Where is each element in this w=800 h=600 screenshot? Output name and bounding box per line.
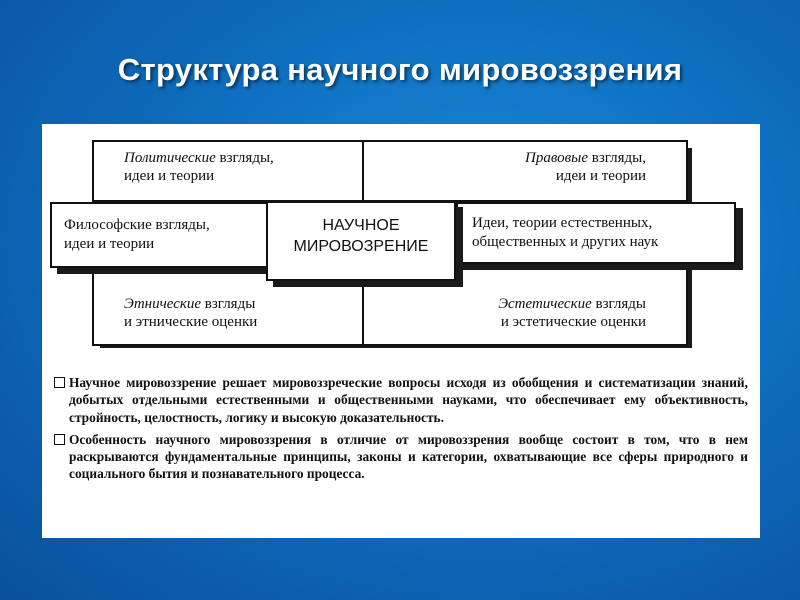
box-science-theories: Идеи, теории естественных, общественных … [456,202,736,264]
legal-line2: идеи и теории [555,168,646,184]
ethnic-rest: взгляды [201,296,256,312]
notes-block: Научное мировоззрение решает мировоззреч… [54,374,748,488]
box-political-views: Политические взгляды, идеи и теории [92,140,366,202]
aesthetic-prefix: Эстетические [498,296,592,312]
philosophical-line1: Философские взгляды, [64,217,210,233]
philosophical-line2: идеи и теории [64,236,155,252]
legal-rest: взгляды, [588,150,646,166]
square-bullet-icon [54,433,65,445]
aesthetic-rest: взгляды [591,296,647,312]
structure-diagram: Политические взгляды, идеи и теории Прав… [42,124,760,364]
center-box-scientific-worldview: НАУЧНОЕ МИРОВОЗРЕНИЕ [266,201,456,281]
science-line1: Идеи, теории естественных, [472,215,653,231]
note-text: Особенность научного мировоззрения в отл… [69,431,748,482]
political-line2: идеи и теории [124,168,215,184]
note-text: Научное мировоззрение решает мировоззреч… [69,375,748,425]
note-item: Научное мировоззрение решает мировоззреч… [54,374,748,426]
ethnic-line2: и этнические оценки [124,314,258,330]
aesthetic-line2: и эстетические оценки [500,314,646,330]
legal-prefix: Правовые [525,150,588,166]
square-bullet-icon [54,377,65,388]
political-rest: взгляды, [215,150,274,166]
center-line2: МИРОВОЗРЕНИЕ [293,238,429,255]
content-panel: Политические взгляды, идеи и теории Прав… [42,124,760,538]
center-line1: НАУЧНОЕ [322,217,400,234]
box-philosophical-views: Философские взгляды, идеи и теории [50,202,270,268]
slide-title: Структура научного мировоззрения [117,52,683,87]
box-legal-views: Правовые взгляды, идеи и теории [362,140,688,202]
political-prefix: Политические [124,150,216,166]
ethnic-prefix: Этнические [124,296,202,312]
note-item: Особенность научного мировоззрения в отл… [54,431,748,483]
science-line2: общественных и других наук [472,234,659,250]
